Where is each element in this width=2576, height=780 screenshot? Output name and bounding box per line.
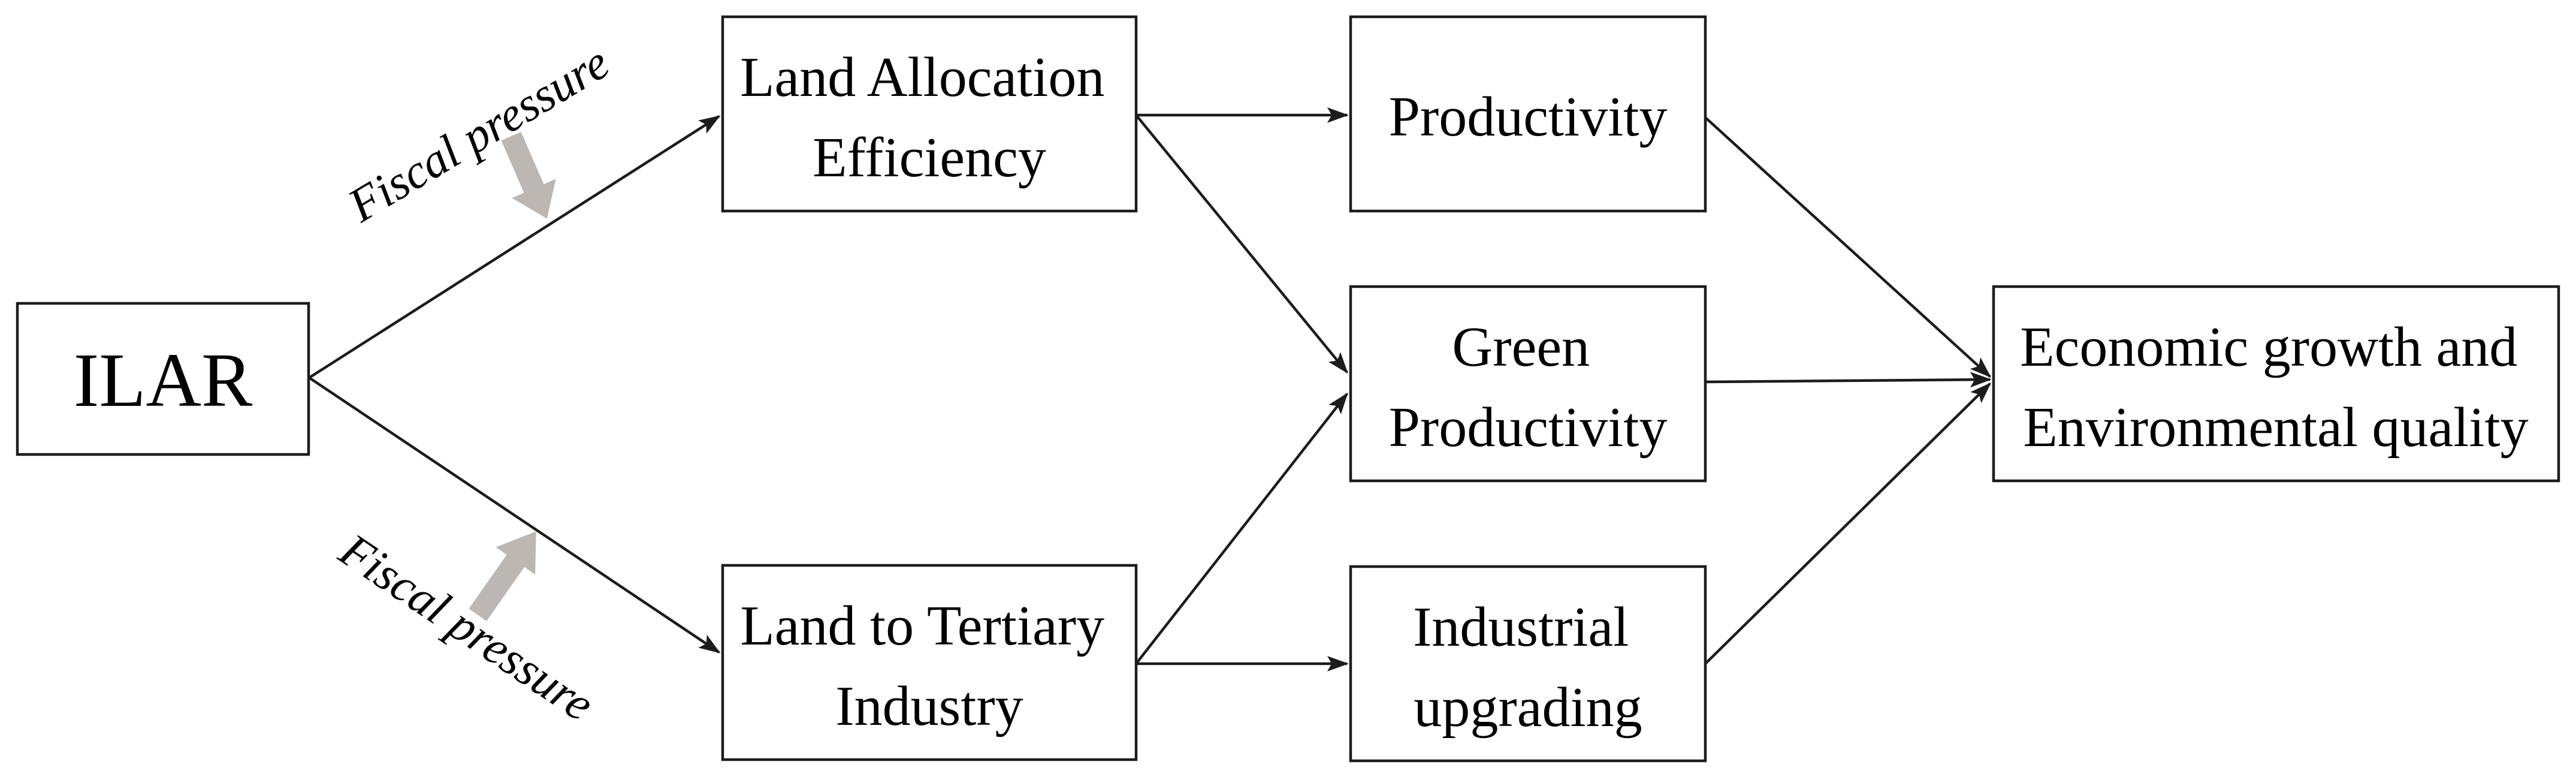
node-ilar-box xyxy=(16,302,310,456)
node-productivity: Productivity xyxy=(1349,15,1707,213)
node-land-allocation-efficiency: Land Allocation Efficiency xyxy=(721,15,1138,213)
fiscal-pressure-label-bottom: Fiscal pressure xyxy=(330,523,603,731)
edge-ilar-to-land-to-tertiary-industry xyxy=(308,377,721,653)
node-productivity-label: Productivity xyxy=(1389,86,1668,148)
node-economic-growth-environmental-quality-label: Economic growth and Environmental qualit… xyxy=(2020,316,2532,459)
node-green-productivity-label: Green Productivity xyxy=(1389,316,1668,459)
fiscal-pressure-arrow-top-icon xyxy=(501,132,556,219)
edge-ilar-to-land-allocation-efficiency xyxy=(308,115,721,379)
node-ilar-label: ILAR xyxy=(74,338,253,423)
node-ilar: ILAR xyxy=(16,302,310,456)
node-industrial-upgrading: Industrial upgrading xyxy=(1349,565,1707,763)
node-economic-growth-environmental-quality: Economic growth and Environmental qualit… xyxy=(1992,285,2560,483)
node-productivity-box xyxy=(1349,15,1707,213)
edge-industrial-upgrading-to-economic-growth xyxy=(1704,382,1992,665)
edge-green-productivity-to-economic-growth xyxy=(1705,372,1992,388)
node-land-to-tertiary-industry: Land to Tertiary Industry xyxy=(721,564,1138,761)
fiscal-pressure-arrow-bottom-icon xyxy=(469,531,536,621)
node-land-allocation-efficiency-label: Land Allocation Efficiency xyxy=(740,46,1119,189)
edges xyxy=(308,107,1992,671)
node-land-allocation-efficiency-box xyxy=(721,15,1138,213)
node-land-to-tertiary-industry-label: Land to Tertiary Industry xyxy=(740,595,1118,737)
fiscal-pressure-arrow-bottom-group xyxy=(469,531,536,621)
node-economic-growth-environmental-quality-box xyxy=(1992,285,2560,483)
fiscal-pressure-label-top: Fiscal pressure xyxy=(339,36,618,233)
node-land-to-tertiary-industry-box xyxy=(721,564,1138,761)
fiscal-pressure-arrow-top-group xyxy=(501,132,556,219)
nodes: ILAR Land Allocation Efficiency Land to … xyxy=(16,15,2560,763)
node-industrial-upgrading-box xyxy=(1349,565,1707,763)
node-green-productivity: Green Productivity xyxy=(1349,285,1707,483)
edge-land-allocation-efficiency-to-green-productivity xyxy=(1135,114,1348,374)
edge-productivity-to-economic-growth xyxy=(1704,116,1992,378)
edge-land-to-tertiary-industry-to-green-productivity xyxy=(1135,392,1348,665)
node-industrial-upgrading-label: Industrial upgrading xyxy=(1413,596,1643,739)
node-green-productivity-box xyxy=(1349,285,1707,483)
